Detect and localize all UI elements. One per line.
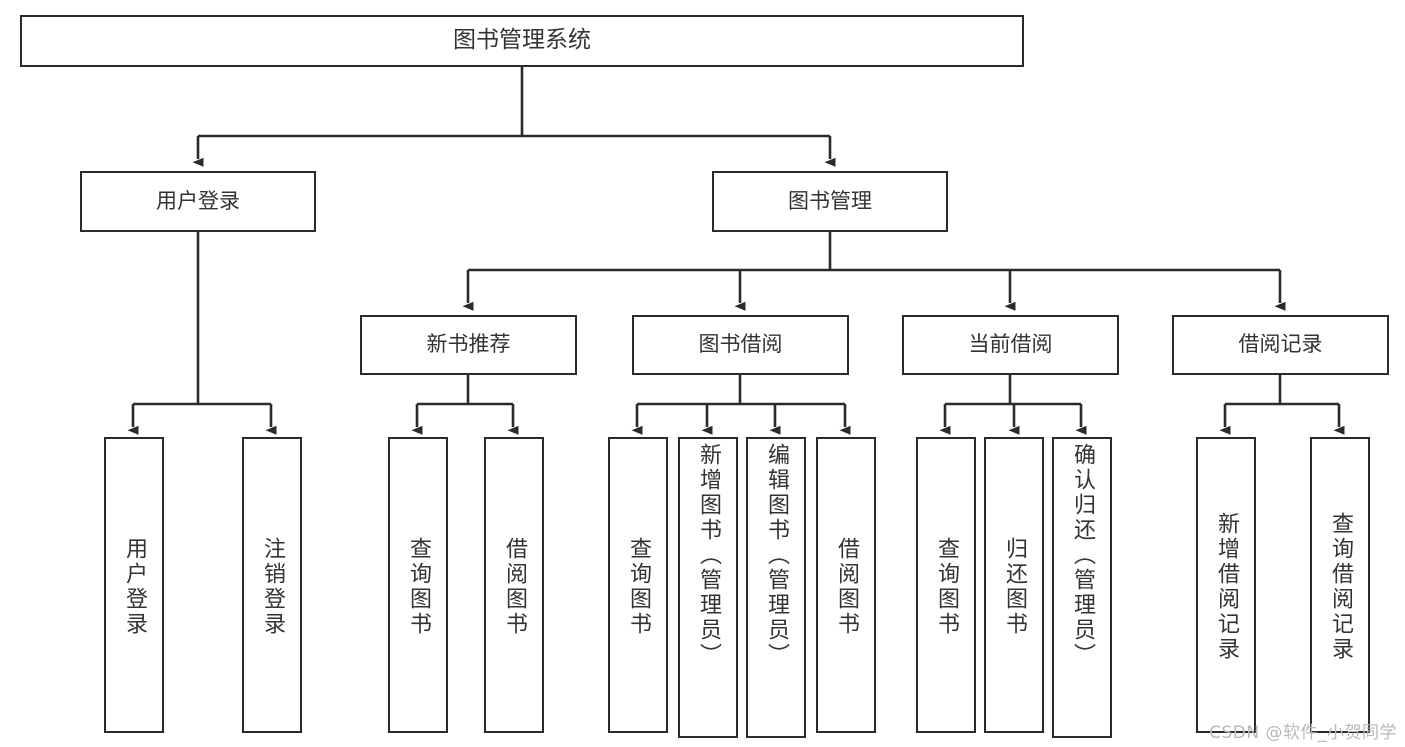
watermark-text: CSDN @软件_小贺同学 (1209, 723, 1397, 743)
leaf-current-borrow-confirm-return-admin[interactable]: 确认归还（管理员） (1052, 437, 1112, 738)
leaf-new-book-borrow-book[interactable]: 借阅图书 (484, 437, 544, 733)
node-label: 图书借阅 (698, 332, 783, 357)
node-label: 查询图书 (406, 537, 431, 637)
leaf-book-borrow-edit-book-admin[interactable]: 编辑图书（管理员） (746, 437, 806, 738)
leaf-borrow-record-query-record[interactable]: 查询借阅记录 (1310, 437, 1370, 733)
node-label: 当前借阅 (968, 332, 1053, 357)
node-label: 借阅记录 (1238, 332, 1323, 357)
node-label: 查询图书 (934, 537, 959, 637)
node-label: 借阅图书 (834, 537, 859, 637)
node-current-borrow[interactable]: 当前借阅 (902, 315, 1119, 375)
leaf-borrow-record-add-record[interactable]: 新增借阅记录 (1196, 437, 1256, 733)
node-label: 新书推荐 (426, 332, 511, 357)
node-label: 新增图书（管理员） (696, 443, 721, 668)
node-label: 用户登录 (156, 188, 240, 213)
node-label: 新增借阅记录 (1214, 512, 1239, 662)
leaf-book-borrow-add-book-admin[interactable]: 新增图书（管理员） (678, 437, 738, 738)
node-label: 图书管理系统 (453, 27, 591, 54)
node-label: 查询图书 (626, 537, 651, 637)
leaf-book-borrow-borrow-book[interactable]: 借阅图书 (816, 437, 876, 733)
node-label: 用户登录 (122, 537, 147, 637)
node-label: 注销登录 (260, 537, 285, 637)
leaf-book-borrow-query-book[interactable]: 查询图书 (608, 437, 668, 733)
node-new-book-recommend[interactable]: 新书推荐 (360, 315, 577, 375)
node-root-system[interactable]: 图书管理系统 (20, 15, 1024, 67)
leaf-new-book-query-book[interactable]: 查询图书 (388, 437, 448, 733)
leaf-user-login-logout[interactable]: 注销登录 (242, 437, 302, 733)
leaf-current-borrow-query-book[interactable]: 查询图书 (916, 437, 976, 733)
leaf-user-login-login[interactable]: 用户登录 (104, 437, 164, 733)
node-label: 查询借阅记录 (1328, 512, 1353, 662)
node-book-borrow[interactable]: 图书借阅 (632, 315, 849, 375)
node-label: 编辑图书（管理员） (764, 443, 789, 668)
node-user-login[interactable]: 用户登录 (80, 171, 316, 232)
node-borrow-record[interactable]: 借阅记录 (1172, 315, 1389, 375)
node-label: 确认归还（管理员） (1070, 443, 1095, 668)
node-book-management[interactable]: 图书管理 (712, 171, 948, 232)
node-label: 图书管理 (788, 188, 872, 213)
node-label: 借阅图书 (502, 537, 527, 637)
leaf-current-borrow-return-book[interactable]: 归还图书 (984, 437, 1044, 733)
node-label: 归还图书 (1002, 537, 1027, 637)
